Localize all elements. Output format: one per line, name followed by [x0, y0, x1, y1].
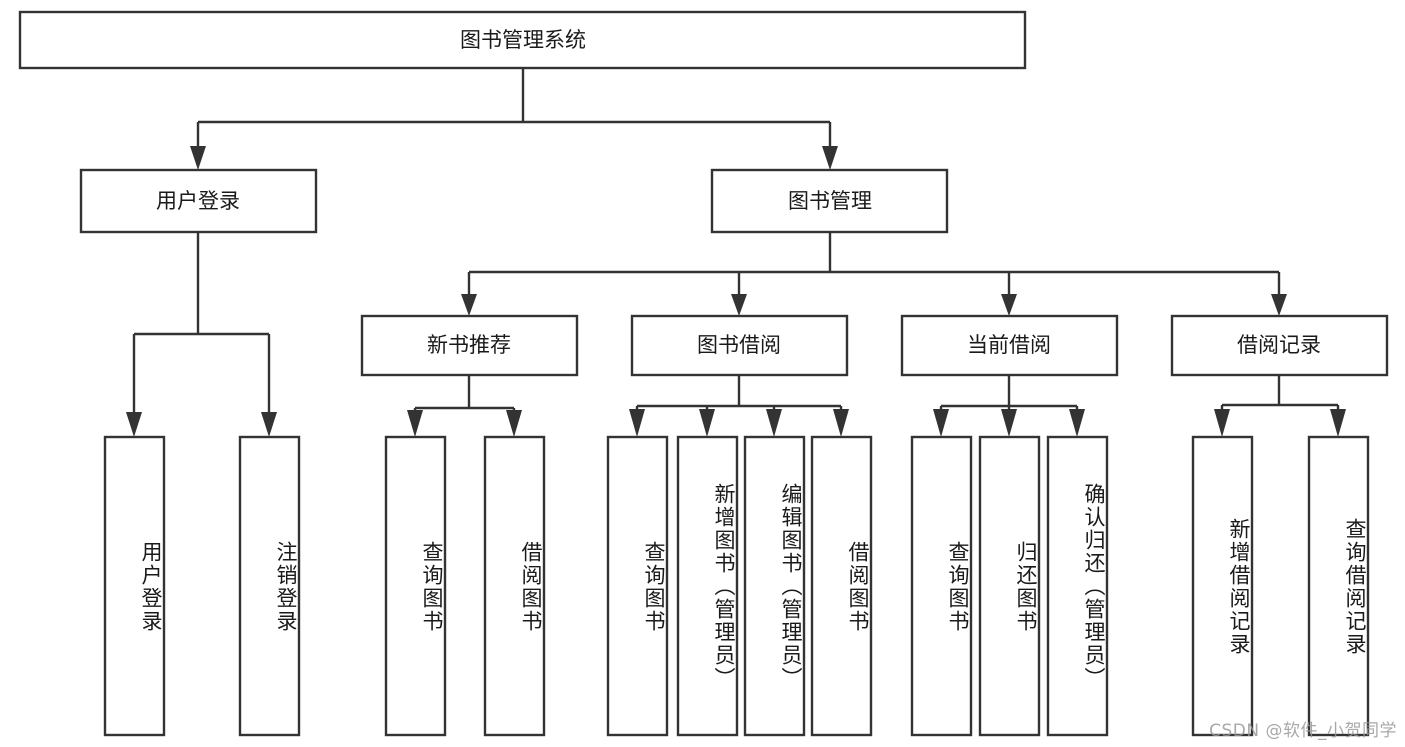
leaf-box-layer	[103, 435, 1370, 737]
node-box-leaf4[interactable]	[483, 435, 546, 737]
arrowhead-leaf6	[699, 409, 715, 437]
node-label-borrow: 图书借阅	[697, 333, 781, 357]
node-box-leaf6[interactable]	[676, 435, 739, 737]
node-box-newbook[interactable]	[360, 314, 579, 377]
arrowhead-leaf1	[126, 412, 142, 437]
node-label-current: 当前借阅	[967, 333, 1051, 357]
arrowhead-leaf10	[1001, 409, 1017, 437]
arrowhead-leaf9	[933, 409, 949, 437]
node-borrow[interactable]: 图书借阅	[630, 314, 849, 377]
arrowhead-borrow	[731, 294, 747, 316]
node-bookmgmt[interactable]: 图书管理	[710, 168, 949, 234]
node-box-leaf12[interactable]	[1191, 435, 1254, 737]
node-label-bookmgmt: 图书管理	[788, 189, 872, 213]
arrowhead-leaf11	[1069, 409, 1085, 437]
node-label-root: 图书管理系统	[460, 28, 586, 52]
arrowhead-leaf4	[506, 410, 522, 437]
node-box-leaf9[interactable]	[910, 435, 973, 737]
node-label-newbook: 新书推荐	[427, 333, 511, 357]
node-box-bookmgmt[interactable]	[710, 168, 949, 234]
node-root[interactable]: 图书管理系统	[18, 10, 1027, 70]
node-records[interactable]: 借阅记录	[1170, 314, 1389, 377]
node-box-leaf11[interactable]	[1046, 435, 1109, 737]
node-label-records: 借阅记录	[1237, 333, 1321, 357]
node-box-leaf7[interactable]	[743, 435, 806, 737]
arrowhead-leaf2	[261, 412, 277, 437]
node-box-records[interactable]	[1170, 314, 1389, 377]
node-box-leaf1[interactable]	[103, 435, 166, 737]
node-box-leaf13[interactable]	[1307, 435, 1370, 737]
connector-layer	[126, 68, 1346, 437]
node-box-root[interactable]	[18, 10, 1027, 70]
node-login[interactable]: 用户登录	[79, 168, 318, 234]
node-box-login[interactable]	[79, 168, 318, 234]
node-box-current[interactable]	[900, 314, 1119, 377]
arrowhead-leaf3	[407, 410, 423, 437]
node-label-login: 用户登录	[156, 189, 240, 213]
arrowhead-bookmgmt	[822, 146, 838, 170]
arrowhead-leaf12	[1214, 409, 1230, 437]
node-box-leaf10[interactable]	[978, 435, 1041, 737]
node-box-leaf2[interactable]	[238, 435, 301, 737]
arrowhead-newbook	[461, 294, 477, 316]
arrowhead-login	[190, 146, 206, 170]
arrowhead-current	[1001, 294, 1017, 316]
arrowhead-leaf8	[833, 409, 849, 437]
node-current[interactable]: 当前借阅	[900, 314, 1119, 377]
arrowhead-leaf7	[766, 409, 782, 437]
node-box-leaf3[interactable]	[384, 435, 447, 737]
node-box-borrow[interactable]	[630, 314, 849, 377]
node-newbook[interactable]: 新书推荐	[360, 314, 579, 377]
node-box-leaf8[interactable]	[810, 435, 873, 737]
arrowhead-leaf5	[629, 409, 645, 437]
node-box-leaf5[interactable]	[606, 435, 669, 737]
arrowhead-records	[1271, 294, 1287, 316]
csdn-watermark: CSDN @软件_小贺同学	[1209, 721, 1397, 741]
arrowhead-leaf13	[1330, 409, 1346, 437]
